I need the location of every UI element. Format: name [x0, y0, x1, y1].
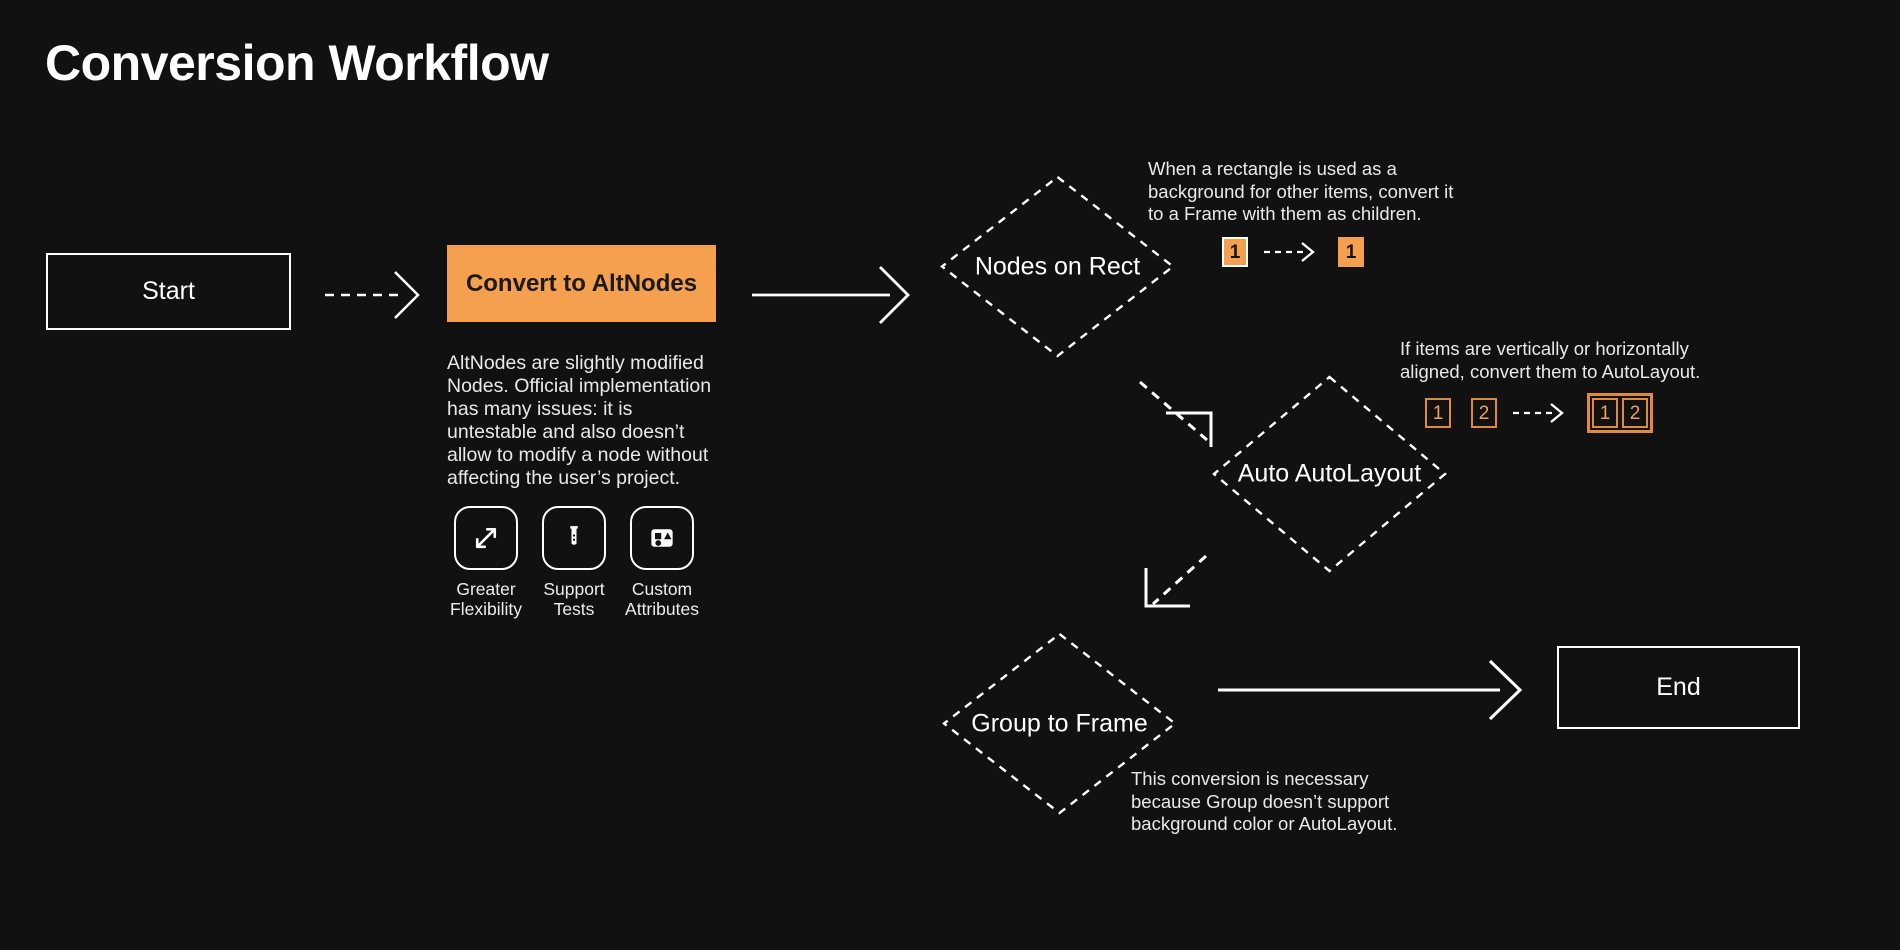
node-auto-autolayout-label: Auto AutoLayout	[1237, 459, 1422, 488]
node-convert-label: Convert to AltNodes	[465, 269, 698, 297]
node-group-to-frame[interactable]: Group to Frame	[942, 632, 1177, 815]
connector-convert-to-nodesonrect	[752, 266, 910, 324]
feature-icon-box	[542, 506, 606, 570]
connector-autoautolayout-to-grouptoframe	[1144, 554, 1208, 608]
badge-group-before: 1 2	[1425, 398, 1497, 428]
feature-list: Greater Flexibility Support Tests	[450, 506, 699, 620]
feature-label: Support Tests	[543, 579, 605, 620]
node-nodes-on-rect-label: Nodes on Rect	[974, 252, 1141, 280]
node-nodes-on-rect[interactable]: Nodes on Rect	[940, 175, 1175, 358]
diamond-shape	[1212, 375, 1447, 573]
connector-grouptoframe-to-end	[1218, 659, 1523, 721]
page-title: Conversion Workflow	[45, 35, 549, 91]
feature-label: Custom Attributes	[625, 579, 699, 620]
badge-illustration-nodes-on-rect: 1 1	[1222, 237, 1364, 267]
annotation-nodes-on-rect: When a rectangle is used as a background…	[1148, 158, 1454, 225]
badge-item: 1	[1592, 398, 1618, 428]
badge-group-after: 1	[1338, 237, 1364, 267]
badge-illustration-auto-autolayout: 1 2 1 2	[1425, 393, 1653, 433]
node-start[interactable]: Start	[46, 253, 291, 330]
feature-custom-attributes[interactable]: Custom Attributes	[625, 506, 699, 620]
badge-item: 2	[1622, 398, 1648, 428]
badge-item: 2	[1471, 398, 1497, 428]
expand-arrows-icon	[475, 527, 497, 549]
node-group-to-frame-label: Group to Frame	[971, 709, 1148, 737]
test-tube-icon	[570, 526, 578, 545]
diamond-shape	[940, 175, 1175, 358]
node-end[interactable]: End	[1557, 646, 1800, 729]
connector-nodesonrect-to-autoautolayout	[1139, 380, 1213, 447]
node-start-label: Start	[142, 277, 195, 305]
node-convert-to-altnodes[interactable]: Convert to AltNodes	[447, 245, 716, 322]
feature-support-tests[interactable]: Support Tests	[540, 506, 608, 620]
badge-arrow-icon	[1513, 403, 1564, 423]
connector-start-to-convert	[325, 271, 420, 319]
custom-attributes-icon	[651, 529, 673, 547]
annotation-group-to-frame: This conversion is necessary because Gro…	[1131, 768, 1398, 835]
annotation-auto-autolayout: If items are vertically or horizontally …	[1400, 338, 1701, 382]
diamond-shape	[942, 632, 1177, 815]
badge-item: 1	[1222, 237, 1248, 267]
convert-description: AltNodes are slightly modified Nodes. Of…	[447, 352, 712, 489]
badge-group-after-framed: 1 2	[1587, 393, 1653, 433]
badge-arrow-icon	[1264, 242, 1315, 262]
badge-item: 1	[1425, 398, 1451, 428]
badge-group-before: 1	[1222, 237, 1248, 267]
node-auto-autolayout[interactable]: Auto AutoLayout	[1212, 375, 1447, 573]
badge-item: 1	[1338, 237, 1364, 267]
feature-icon-box	[630, 506, 694, 570]
node-end-label: End	[1656, 673, 1701, 701]
feature-greater-flexibility[interactable]: Greater Flexibility	[450, 506, 522, 620]
feature-label: Greater Flexibility	[450, 579, 522, 620]
feature-icon-box	[454, 506, 518, 570]
